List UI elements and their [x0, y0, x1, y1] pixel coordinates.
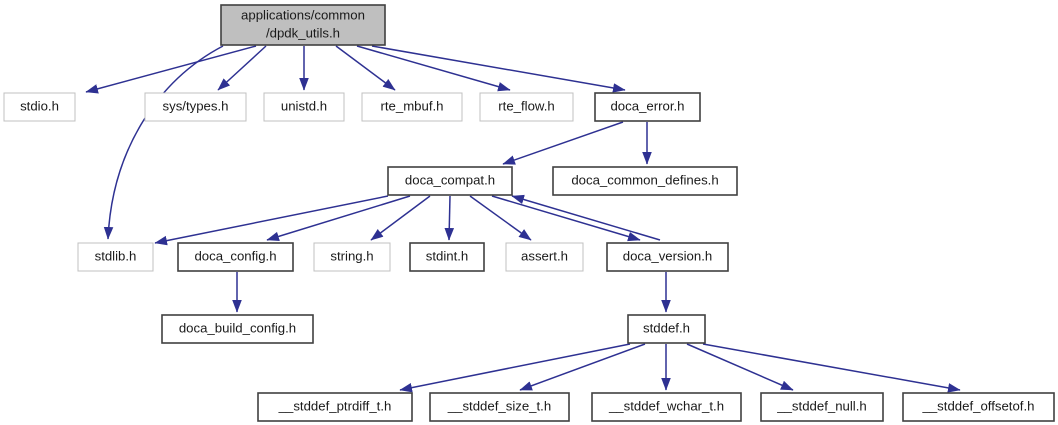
- node-label-docaversion: doca_version.h: [623, 248, 712, 263]
- edge-root-to-stdio: [85, 45, 257, 94]
- node-assert[interactable]: assert.h: [505, 242, 584, 272]
- node-box-nullh[interactable]: [760, 392, 884, 422]
- node-docacompat[interactable]: doca_compat.h: [387, 166, 513, 196]
- node-box-systypes[interactable]: [144, 92, 247, 122]
- node-label-stddef: stddef.h: [643, 320, 690, 335]
- node-box-docacommondef[interactable]: [552, 166, 738, 196]
- node-box-rteflow[interactable]: [479, 92, 574, 122]
- node-layer: applications/common/dpdk_utils.h stdio.h s…: [3, 4, 1055, 422]
- node-rtembuf[interactable]: rte_mbuf.h: [361, 92, 463, 122]
- node-label-rteflow: rte_flow.h: [498, 98, 554, 113]
- node-box-offsetof[interactable]: [902, 392, 1055, 422]
- node-string[interactable]: string.h: [313, 242, 391, 272]
- node-label-unistd: unistd.h: [281, 98, 327, 113]
- edge-root-to-rteflow: [356, 45, 511, 92]
- node-stdio[interactable]: stdio.h: [3, 92, 76, 122]
- node-box-docacompat[interactable]: [387, 166, 513, 196]
- node-docaerror[interactable]: doca_error.h: [594, 92, 701, 122]
- node-box-sizet[interactable]: [429, 392, 570, 422]
- node-label-assert: assert.h: [521, 248, 568, 263]
- node-label-ptrdiff: __stddef_ptrdiff_t.h: [278, 398, 392, 413]
- node-rteflow[interactable]: rte_flow.h: [479, 92, 574, 122]
- node-label-root: applications/common: [241, 7, 365, 22]
- edge-docacompat-to-stdlib: [154, 195, 389, 246]
- node-docabuildconfig[interactable]: doca_build_config.h: [161, 314, 314, 344]
- node-box-ptrdiff[interactable]: [257, 392, 413, 422]
- edge-root-to-docaerror: [371, 45, 626, 93]
- node-label-offsetof: __stddef_offsetof.h: [922, 398, 1035, 413]
- node-box-docabuildconfig[interactable]: [161, 314, 314, 344]
- edge-stddef-to-nullh: [686, 343, 794, 391]
- edge-docacompat-to-assert: [469, 195, 532, 241]
- edge-root-to-systypes: [217, 45, 267, 91]
- edge-stddef-to-sizet: [519, 343, 646, 391]
- node-label-docaerror: doca_error.h: [610, 98, 684, 113]
- edge-layer: [85, 45, 961, 393]
- node-label-sizet: __stddef_size_t.h: [447, 398, 551, 413]
- node-stdlib[interactable]: stdlib.h: [77, 242, 154, 272]
- node-box-string[interactable]: [313, 242, 391, 272]
- node-docaversion[interactable]: doca_version.h: [606, 242, 729, 272]
- node-systypes[interactable]: sys/types.h: [144, 92, 247, 122]
- edge-docacompat-to-docaconfig: [266, 195, 411, 242]
- edge-root-to-rtembuf: [335, 45, 396, 91]
- node-label-stdio: stdio.h: [20, 98, 59, 113]
- node-stddef[interactable]: stddef.h: [627, 314, 706, 344]
- node-docacommondef[interactable]: doca_common_defines.h: [552, 166, 738, 196]
- node-label-string: string.h: [330, 248, 373, 263]
- node-unistd[interactable]: unistd.h: [263, 92, 345, 122]
- edge-root-to-stdlib: [103, 45, 224, 240]
- node-label-systypes: sys/types.h: [163, 98, 229, 113]
- edge-stddef-to-offsetof: [702, 343, 961, 393]
- node-label-nullh: __stddef_null.h: [776, 398, 866, 413]
- node-label-wchart: __stddef_wchar_t.h: [608, 398, 724, 413]
- node-label-root: /dpdk_utils.h: [266, 25, 340, 40]
- node-label-stdlib: stdlib.h: [95, 248, 137, 263]
- node-label-docaconfig: doca_config.h: [194, 248, 276, 263]
- node-label-stdint: stdint.h: [426, 248, 469, 263]
- node-label-docacompat: doca_compat.h: [405, 172, 495, 187]
- node-box-unistd[interactable]: [263, 92, 345, 122]
- edge-stddef-to-ptrdiff: [399, 343, 631, 393]
- node-box-stdio[interactable]: [3, 92, 76, 122]
- node-label-docabuildconfig: doca_build_config.h: [179, 320, 296, 335]
- node-box-assert[interactable]: [505, 242, 584, 272]
- node-box-rtembuf[interactable]: [361, 92, 463, 122]
- edge-docaversion-to-docacompat: [511, 194, 661, 241]
- edge-docaerror-to-docacompat: [502, 121, 624, 165]
- node-sizet[interactable]: __stddef_size_t.h: [429, 392, 570, 422]
- node-nullh[interactable]: __stddef_null.h: [760, 392, 884, 422]
- node-box-stdlib[interactable]: [77, 242, 154, 272]
- node-root[interactable]: applications/common/dpdk_utils.h: [220, 4, 386, 46]
- node-box-stddef[interactable]: [627, 314, 706, 344]
- edge-docacompat-to-docaversion: [491, 195, 641, 242]
- node-label-rtembuf: rte_mbuf.h: [380, 98, 443, 113]
- node-box-wchart[interactable]: [591, 392, 742, 422]
- node-label-docacommondef: doca_common_defines.h: [571, 172, 718, 187]
- node-wchart[interactable]: __stddef_wchar_t.h: [591, 392, 742, 422]
- node-box-docaversion[interactable]: [606, 242, 729, 272]
- node-stdint[interactable]: stdint.h: [409, 242, 485, 272]
- node-box-docaconfig[interactable]: [177, 242, 294, 272]
- node-offsetof[interactable]: __stddef_offsetof.h: [902, 392, 1055, 422]
- node-box-docaerror[interactable]: [594, 92, 701, 122]
- node-box-stdint[interactable]: [409, 242, 485, 272]
- edge-docacompat-to-stdint: [444, 195, 455, 241]
- node-box-root[interactable]: [220, 4, 386, 46]
- edge-docacompat-to-string: [370, 195, 431, 241]
- node-ptrdiff[interactable]: __stddef_ptrdiff_t.h: [257, 392, 413, 422]
- node-docaconfig[interactable]: doca_config.h: [177, 242, 294, 272]
